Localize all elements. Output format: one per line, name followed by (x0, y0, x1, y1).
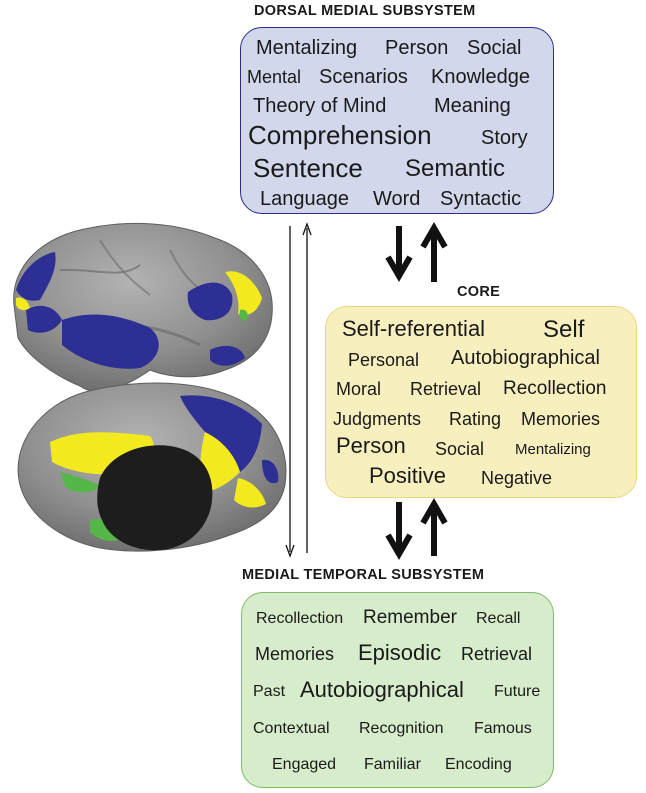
core-box (325, 306, 637, 498)
mtl-term-past: Past (253, 683, 286, 700)
dorsal-term-sentence: Sentence (253, 153, 363, 183)
core-term-moral: Moral (336, 379, 382, 399)
core-to-dorsal-up-arrow (420, 222, 448, 282)
core-to-mtl-down-arrow (385, 502, 413, 560)
dorsal-term-story: Story (481, 127, 528, 149)
mtl-term-familiar: Familiar (364, 756, 421, 773)
mtl-term-remember: Remember (363, 607, 457, 628)
dorsal-to-core-down-arrow (385, 226, 413, 282)
mtl-to-core-up-arrow (420, 498, 448, 556)
core-term-self: Self (543, 316, 585, 343)
mtl-term-encoding: Encoding (445, 756, 512, 773)
dorsal-term-knowledge: Knowledge (431, 66, 530, 88)
core-term-person: Person (336, 433, 406, 458)
core-term-retrieval: Retrieval (410, 379, 482, 399)
dorsal-subsystem-box (240, 27, 554, 214)
brain-illustration (13, 222, 287, 552)
core-term-negative: Negative (481, 468, 553, 488)
core-term-memories: Memories (521, 409, 601, 429)
thin-up-arrow (302, 222, 312, 553)
core-term-mentalizing: Mentalizing (515, 441, 591, 458)
mtl-term-autobiographical: Autobiographical (300, 677, 464, 702)
dorsal-term-syntactic: Syntactic (440, 188, 522, 210)
core-title: CORE (457, 284, 501, 300)
dorsal-term-mental: Mental (247, 67, 302, 87)
mtl-term-contextual: Contextual (253, 720, 330, 737)
mtl-term-engaged: Engaged (272, 756, 337, 773)
core-term-autobiographical: Autobiographical (451, 347, 600, 369)
mtl-term-recall: Recall (476, 610, 521, 627)
core-term-positive: Positive (369, 463, 447, 488)
medial-temporal-subsystem-title: MEDIAL TEMPORAL SUBSYSTEM (242, 567, 485, 583)
dorsal-subsystem-title: DORSAL MEDIAL SUBSYSTEM (254, 3, 476, 19)
core-term-recollection: Recollection (503, 378, 607, 399)
dorsal-term-social: Social (467, 37, 522, 59)
dorsal-term-person: Person (385, 37, 449, 59)
core-term-social: Social (435, 439, 485, 459)
mtl-term-episodic: Episodic (358, 640, 442, 665)
dorsal-term-word: Word (373, 188, 421, 210)
medial-temporal-subsystem-box (241, 592, 554, 788)
dorsal-term-scenarios: Scenarios (319, 66, 408, 88)
mtl-term-famous: Famous (474, 720, 532, 737)
thin-down-arrow (285, 226, 295, 558)
dorsal-term-mentalizing: Mentalizing (256, 37, 358, 59)
core-term-personal: Personal (348, 350, 420, 370)
dorsal-term-meaning: Meaning (434, 95, 511, 117)
mtl-term-memories: Memories (255, 644, 335, 664)
medial-brain-view (17, 382, 287, 552)
mtl-term-retrieval: Retrieval (461, 644, 533, 664)
lateral-brain-view (13, 222, 273, 392)
dorsal-term-semantic: Semantic (405, 155, 506, 182)
mtl-term-future: Future (494, 683, 541, 700)
dorsal-term-language: Language (260, 188, 349, 210)
dorsal-term-theory-of-mind: Theory of Mind (253, 95, 387, 117)
core-term-judgments: Judgments (333, 409, 422, 429)
mtl-term-recollection: Recollection (256, 610, 344, 627)
core-term-self-referential: Self-referential (342, 316, 486, 341)
core-term-rating: Rating (449, 409, 502, 429)
dorsal-term-comprehension: Comprehension (248, 120, 432, 150)
mtl-term-recognition: Recognition (359, 720, 444, 737)
